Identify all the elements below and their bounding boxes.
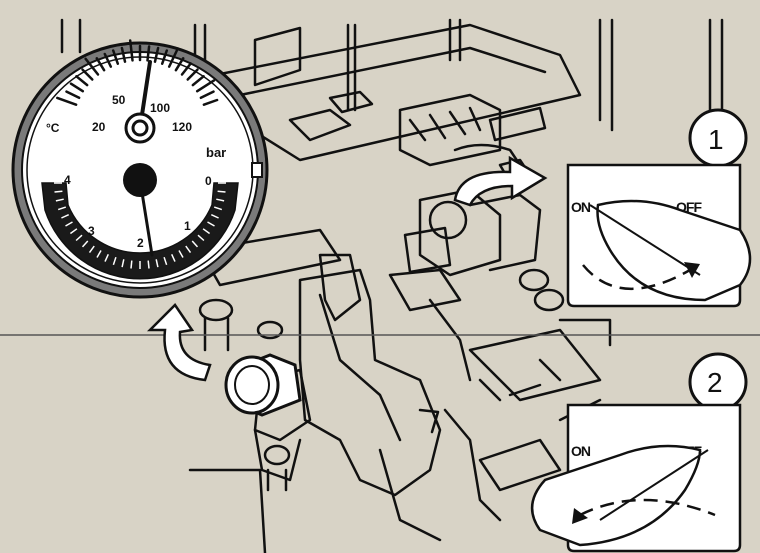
pressure-tick-3: 3	[88, 224, 95, 238]
pressure-temperature-gauge: °C 20 50 100 120 bar 4 3 2 1 0	[13, 41, 267, 298]
pressure-unit: bar	[206, 145, 226, 160]
temperature-tick-mark	[148, 47, 150, 61]
filling-tap-arrow	[150, 305, 210, 380]
step2-on-label: ON	[571, 443, 591, 459]
pressure-tick-mark	[131, 261, 132, 269]
step1-switch-panel: 1 ON OFF	[568, 110, 750, 306]
pressure-tick-0: 0	[205, 174, 212, 188]
step1-on-label: ON	[571, 199, 591, 215]
pressure-tick-1: 1	[184, 219, 191, 233]
temperature-tick-20: 20	[92, 120, 106, 134]
step2-number: 2	[707, 367, 723, 398]
temperature-tick-50: 50	[112, 93, 126, 107]
temperature-tick-120: 120	[172, 120, 192, 134]
pressure-tick-mark	[55, 191, 63, 192]
pressure-tick-mark	[148, 261, 149, 269]
filling-tap-knob	[226, 355, 300, 415]
step1-number: 1	[708, 124, 724, 155]
temperature-unit: °C	[46, 121, 60, 135]
step2-switch-panel: 2 ON OFF	[532, 354, 746, 551]
pressure-tick-mark	[218, 191, 226, 192]
temperature-tick-100: 100	[150, 101, 170, 115]
pressure-tick-2: 2	[137, 236, 144, 250]
pressure-tick-4: 4	[64, 173, 71, 187]
